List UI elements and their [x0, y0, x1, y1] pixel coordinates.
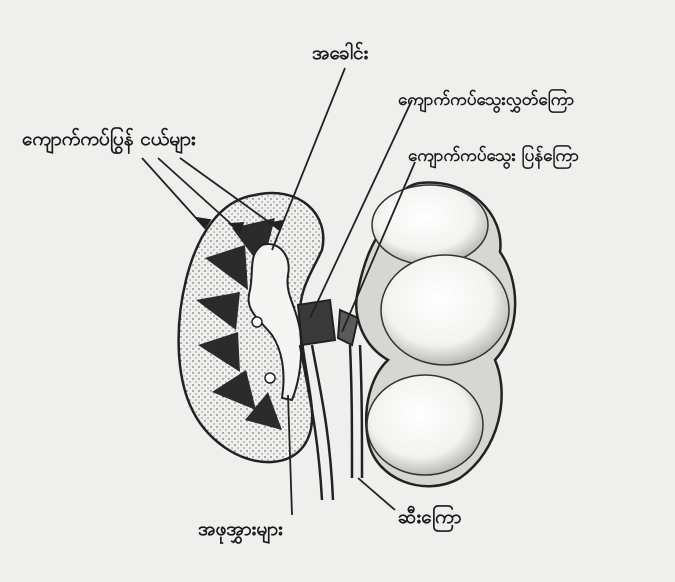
- label-head: အခေါင်း: [312, 44, 368, 63]
- hilum-vessels: [298, 300, 358, 345]
- label-pyramids: ကျောက်ကပ်ပြွန် ငယ်များ: [22, 130, 196, 149]
- lobe-middle: [381, 255, 509, 365]
- label-renal-vein: ကျောက်ကပ်သွေးလွှတ်ကြော: [398, 92, 574, 109]
- label-renal-artery: ကျောက်ကပ်သွေး ပြန်ကြော: [408, 148, 579, 165]
- label-calyces: အဖုအွှားများ: [198, 520, 283, 539]
- lobe-upper: [372, 185, 488, 265]
- lobe-lower: [367, 375, 483, 475]
- right-kidney-external: [356, 183, 515, 487]
- label-ureter: ဆီးကြော: [398, 508, 461, 527]
